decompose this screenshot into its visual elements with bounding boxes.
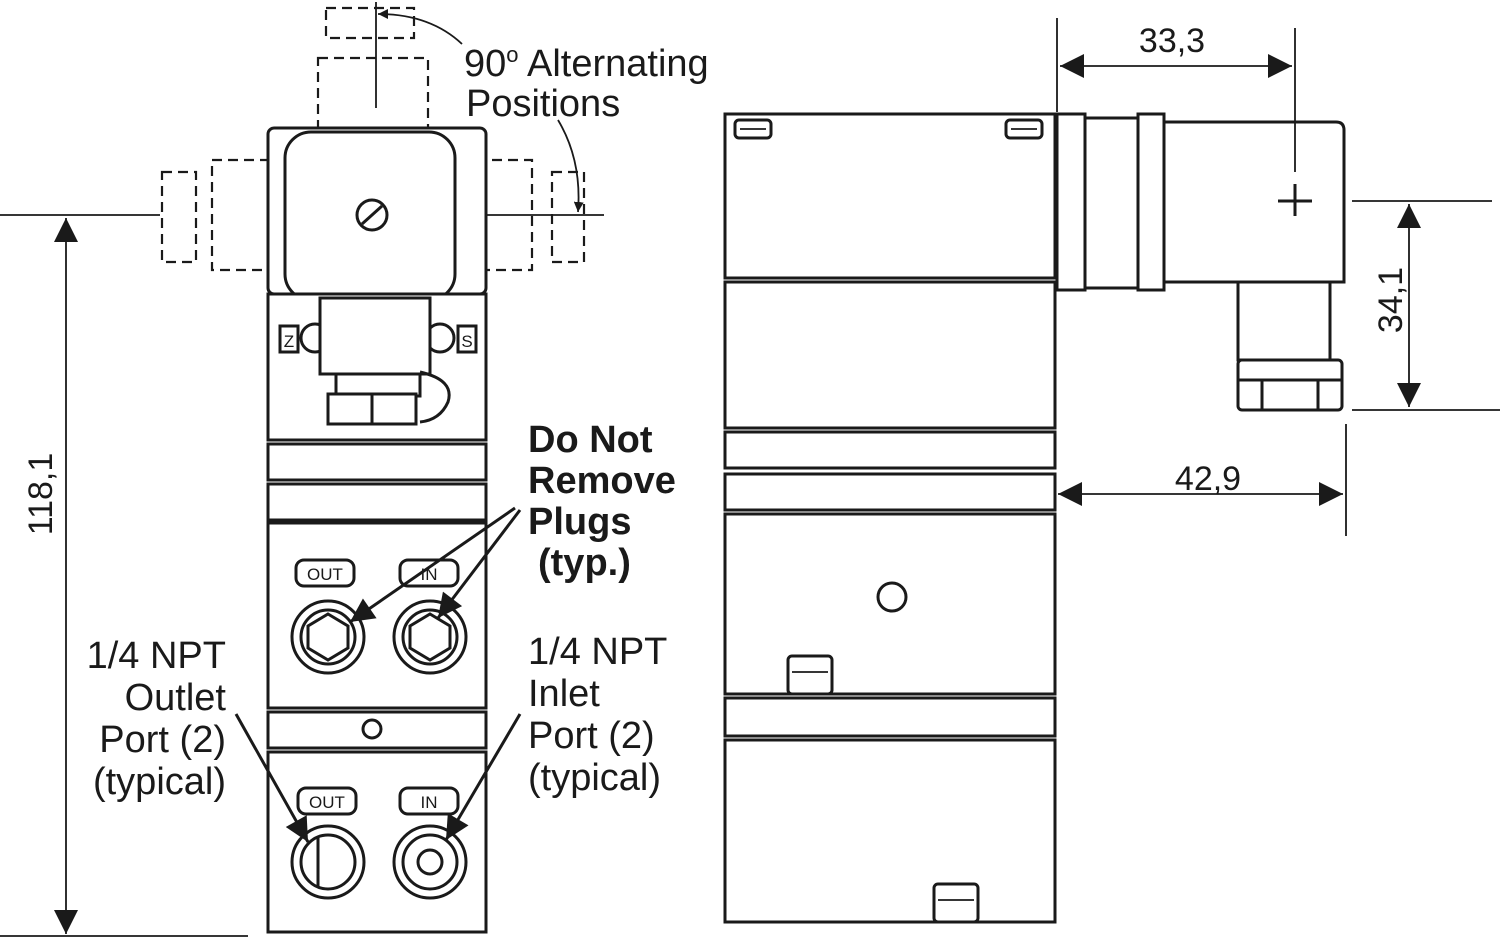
upper-out-tag-box xyxy=(294,558,356,588)
mounting-hole xyxy=(361,718,383,740)
body-depth-dimension: 42,9 xyxy=(1058,424,1347,536)
upper-out-tag: OUT xyxy=(307,565,343,584)
plug-body xyxy=(1162,120,1346,284)
upper-in-tag-box xyxy=(398,558,460,588)
rotation-callout-line1: 90o Alternating xyxy=(464,42,709,85)
connector-neck xyxy=(318,296,432,376)
inlet-callout-line4: (typical) xyxy=(528,757,661,799)
side-screw-mid-icon xyxy=(786,654,834,696)
outlet-callout-line2: Outlet xyxy=(125,677,227,719)
lower-in-tag-box xyxy=(398,786,460,816)
outlet-callout-line1: 1/4 NPT xyxy=(87,635,226,677)
side-adjust-block xyxy=(723,280,1057,430)
side-band-1 xyxy=(723,430,1057,470)
side-hole xyxy=(876,581,908,613)
gland-nut-left xyxy=(326,392,374,426)
front-view: Z S OUT IN OUT IN xyxy=(160,2,604,934)
lower-outlet-port xyxy=(290,824,366,900)
plug-gland-nut xyxy=(1236,358,1344,412)
side-upper-block xyxy=(723,512,1057,696)
outlet-callout-line4: (typical) xyxy=(93,761,226,803)
inlet-callout-line2: Inlet xyxy=(528,673,600,715)
lower-out-tag-box xyxy=(296,786,358,816)
lower-in-tag: IN xyxy=(421,793,438,812)
inlet-callout-line1: 1/4 NPT xyxy=(528,631,667,673)
plugs-callout: Do Not Remove Plugs (typ.) xyxy=(349,419,676,624)
plugs-callout-line3: Plugs xyxy=(528,501,631,543)
outlet-callout: 1/4 NPT Outlet Port (2) (typical) xyxy=(87,635,310,843)
side-view xyxy=(723,112,1346,924)
connector-length-value: 33,3 xyxy=(1139,22,1205,60)
connector-screw-icon xyxy=(355,198,389,232)
connector-height-value: 34,1 xyxy=(1372,267,1410,333)
body-band-1 xyxy=(266,442,488,482)
lower-inlet-port xyxy=(392,824,468,900)
upper-outlet-port xyxy=(290,599,366,675)
rotation-callout-line2: Positions xyxy=(466,83,620,125)
rotation-angle-rest: Alternating xyxy=(519,43,709,85)
lower-port-block xyxy=(266,750,488,934)
side-band-3 xyxy=(723,696,1057,738)
gland-curve xyxy=(419,370,451,424)
inlet-callout-line3: Port (2) xyxy=(528,715,655,757)
side-connector-block xyxy=(723,112,1057,280)
span-mark-box xyxy=(456,324,478,354)
plugs-callout-line2: Remove xyxy=(528,460,676,502)
body-band-2 xyxy=(266,482,488,522)
rotation-degree-mark: o xyxy=(506,42,518,67)
outlet-plug-hex-icon xyxy=(306,612,350,662)
overall-height-dimension: 118,1 xyxy=(0,214,248,937)
outlet-callout-line3: Port (2) xyxy=(99,719,226,761)
plug-ring xyxy=(1136,112,1166,292)
zero-mark-box xyxy=(278,324,300,354)
inlet-plug-hex-icon xyxy=(408,612,452,662)
plugs-callout-line1: Do Not xyxy=(528,419,653,461)
side-screw-bottom-icon xyxy=(932,882,980,924)
zero-mark: Z xyxy=(284,332,294,351)
side-lower-block xyxy=(723,738,1057,924)
side-band-2 xyxy=(723,472,1057,512)
plug-collar xyxy=(1083,116,1142,290)
body-depth-value: 42,9 xyxy=(1175,460,1241,498)
middle-band xyxy=(266,710,488,750)
upper-inlet-port xyxy=(392,599,468,675)
plugs-callout-line4: (typ.) xyxy=(538,542,631,584)
alternate-position-outlines xyxy=(160,2,604,272)
plug-flange xyxy=(1055,112,1087,292)
connector-height-dimension: 34,1 xyxy=(1352,200,1500,411)
span-mark: S xyxy=(461,332,472,351)
gland-nut-right xyxy=(370,392,418,426)
plug-cable-neck xyxy=(1236,280,1332,362)
rotation-callout: 90o Alternating Positions xyxy=(377,9,709,213)
lower-out-tag: OUT xyxy=(309,793,345,812)
rotation-angle: 90 xyxy=(464,43,506,85)
inlet-callout: 1/4 NPT Inlet Port (2) (typical) xyxy=(444,631,667,841)
connector-length-dimension: 33,3 xyxy=(1056,18,1296,172)
overall-height-value: 118,1 xyxy=(22,453,60,536)
